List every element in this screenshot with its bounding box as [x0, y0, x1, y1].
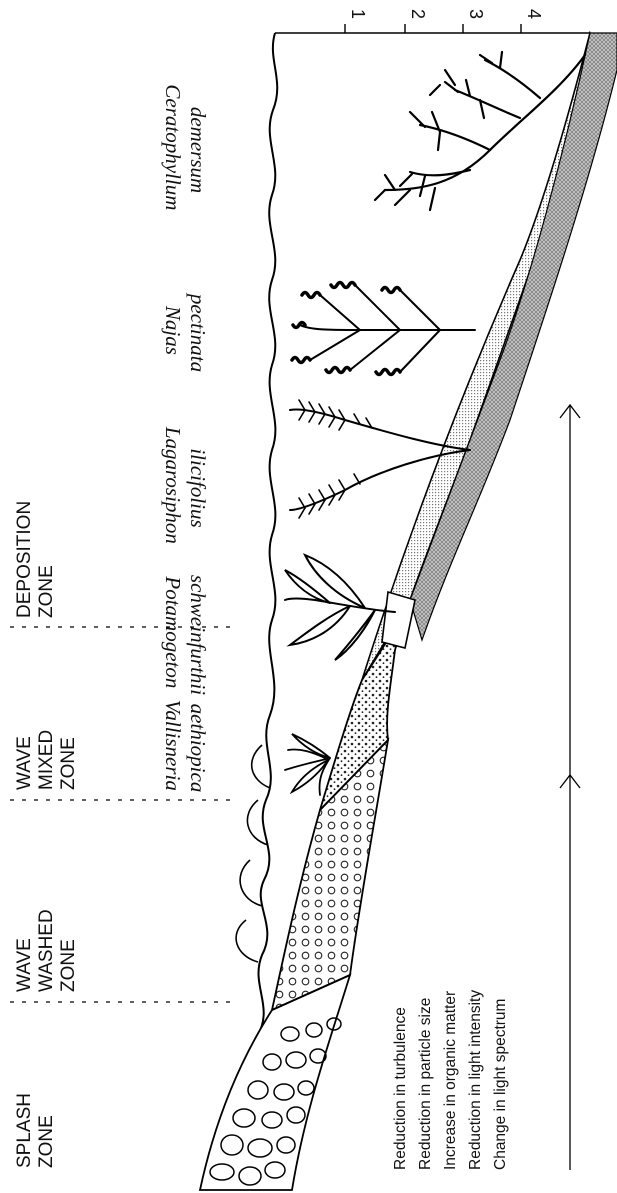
depth-tick-2: 2: [408, 9, 428, 19]
depth-tick-1: 1: [348, 9, 368, 19]
depth-tick-3: 3: [466, 9, 486, 19]
ceratophyllum-label: Ceratophyllum demersum: [161, 84, 210, 215]
wave-washed-zone-label: WAVE WASHED ZONE: [14, 904, 79, 992]
najas-label: Najas pectinata: [161, 292, 210, 372]
vallisneria-label: Vallisneria aethiopica: [161, 700, 210, 796]
splash-zone-label: SPLASH ZONE: [14, 1088, 57, 1168]
depth-axis: 1 2 3 4: [275, 9, 590, 33]
wave-mixed-zone-label: WAVE MIXED ZONE: [14, 725, 79, 790]
gradient-arrow: [560, 405, 580, 1170]
vallisneria-plant-icon: [285, 734, 330, 795]
zone-labels: DEPOSITION ZONE WAVE MIXED ZONE WAVE WAS…: [14, 496, 79, 1168]
splash-waves: [236, 745, 270, 962]
potamogeton-label: Potamogeton schweinfurthii: [161, 575, 210, 695]
deposition-zone-label: DEPOSITION ZONE: [14, 496, 57, 618]
gradient-list: Reduction in turbulence Reduction in par…: [392, 986, 509, 1170]
depth-tick-4: 4: [524, 9, 544, 19]
najas-plant-icon: [292, 283, 475, 375]
species-labels: Ceratophyllum demersum Najas pectinata L…: [161, 84, 210, 796]
lagarosiphon-label: Lagarosiphon ilicifolius: [161, 426, 210, 549]
